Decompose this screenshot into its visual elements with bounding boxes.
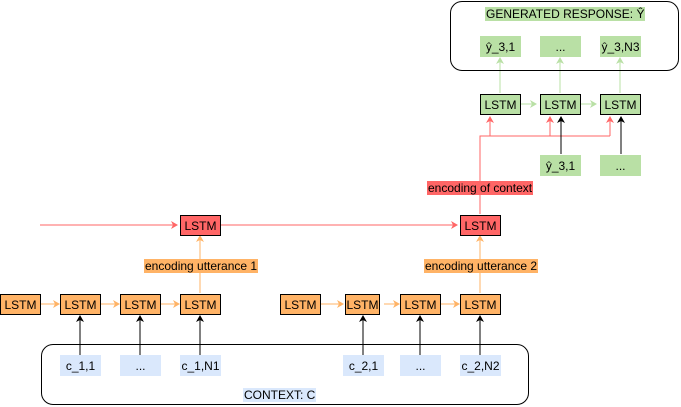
decoder-input-token: ŷ_3,1 [540, 155, 581, 176]
encoding-utterance-1-label: encoding utterance 1 [144, 259, 259, 273]
decoder-lstm: LSTM [600, 94, 641, 115]
context-token: ... [120, 355, 161, 376]
encoding-of-context-label: encoding of context [427, 181, 534, 195]
utterance-2-lstm: LSTM [400, 294, 441, 315]
context-token: c_2,1 [343, 355, 384, 376]
utterance-1-lstm: LSTM [60, 294, 101, 315]
utterance-1-lstm: LSTM [120, 294, 161, 315]
context-lstm: LSTM [180, 215, 221, 236]
context-token: c_2,N2 [460, 355, 501, 376]
context-token: ... [400, 355, 441, 376]
response-token: ŷ_3,N3 [600, 36, 641, 57]
utterance-2-lstm: LSTM [280, 294, 321, 315]
utterance-1-lstm: LSTM [0, 294, 41, 315]
context-token: c_1,1 [60, 355, 101, 376]
decoder-input-token: ... [600, 155, 641, 176]
context-token: c_1,N1 [180, 355, 221, 376]
generated-response-container [450, 1, 679, 71]
utterance-2-lstm: LSTM [345, 294, 380, 315]
context-container [41, 344, 529, 405]
context-title: CONTEXT: C [243, 388, 317, 402]
decoder-lstm: LSTM [540, 94, 581, 115]
generated-response-title: GENERATED RESPONSE: Ŷ [485, 7, 646, 21]
encoding-utterance-2-label: encoding utterance 2 [424, 259, 539, 273]
utterance-2-lstm: LSTM [460, 294, 501, 315]
utterance-1-lstm: LSTM [180, 294, 221, 315]
response-token: ... [540, 36, 581, 57]
context-lstm: LSTM [460, 215, 501, 236]
response-token: ŷ_3,1 [480, 36, 521, 57]
decoder-lstm: LSTM [480, 94, 521, 115]
